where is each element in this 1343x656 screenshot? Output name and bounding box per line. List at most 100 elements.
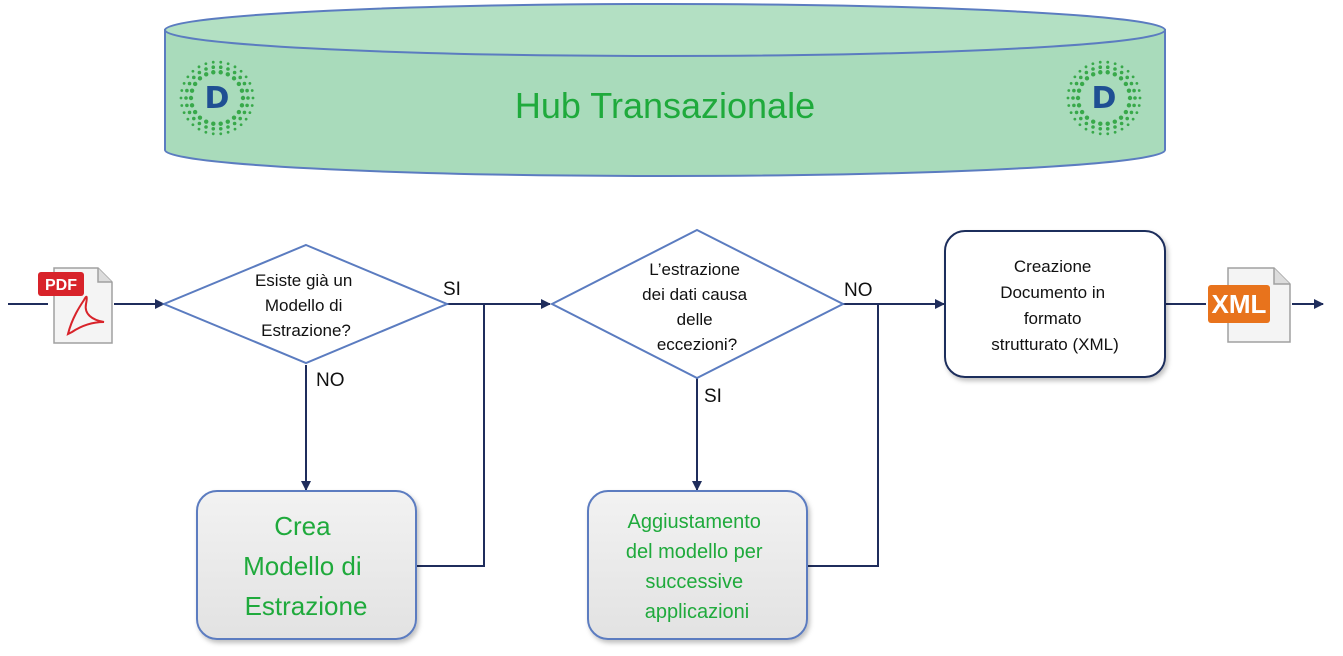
logo-dot [1118, 115, 1124, 120]
logo-dot [1091, 119, 1096, 124]
logo-dot [226, 130, 230, 134]
logo-dot [1098, 121, 1103, 126]
logo-dot [248, 111, 252, 115]
logo-dot [1069, 81, 1073, 85]
logo-dot [1079, 109, 1085, 115]
process-create-extraction-model: Crea Modello di Estrazione [196, 490, 417, 640]
create-doc-line2: Documento in [1000, 283, 1105, 302]
logo-dot [1132, 88, 1136, 93]
logo-dot [1074, 110, 1079, 115]
logo-dot [233, 65, 237, 69]
create-model-line3: Estrazione [245, 591, 368, 621]
logo-dot [1098, 126, 1103, 131]
logo-dot [189, 103, 195, 108]
logo-dot [1138, 96, 1142, 100]
logo-dot [1079, 81, 1085, 87]
logo-dot [1084, 127, 1088, 131]
decision-existing-model: Esiste già un Modello di Estrazione? [161, 243, 450, 365]
logo-dot [1069, 111, 1073, 115]
adjust-model-line1: Aggiustamento [628, 511, 761, 533]
logo-dot [244, 117, 248, 121]
create-model-line1: Crea [274, 511, 331, 541]
logo-dot [1079, 116, 1083, 121]
logo-dot [218, 65, 223, 70]
logo-dot [240, 95, 246, 101]
logo-dot [1113, 130, 1117, 134]
logo-dot [1129, 81, 1134, 86]
logo-dot [1067, 89, 1071, 92]
logo-dot [218, 70, 223, 75]
logo-dot [218, 121, 223, 126]
process-create-structured-document: Creazione Documento in formato struttura… [944, 230, 1166, 378]
logo-dot [239, 123, 243, 127]
decision1-yes-label: SI [443, 279, 461, 300]
logo-dot [231, 76, 237, 81]
logo-dot [204, 130, 208, 134]
logo-dot [226, 67, 230, 71]
logo-dot [204, 125, 208, 129]
logo-dot [1091, 62, 1095, 66]
logo-dot [1084, 65, 1088, 69]
logo-dot [204, 119, 209, 124]
logo-dot [189, 88, 195, 93]
logo-dot [248, 81, 252, 85]
svg-text:D: D [205, 81, 230, 116]
logo-dot [246, 96, 250, 100]
logo-dot [236, 109, 242, 115]
d-logo-icon: D [179, 60, 255, 136]
logo-dot [1126, 69, 1130, 73]
decision2-no-label: NO [844, 280, 873, 301]
logo-dot [1120, 127, 1124, 131]
logo-dot [1106, 60, 1110, 64]
logo-dot [187, 81, 192, 86]
logo-dot [233, 127, 237, 131]
logo-dot [239, 69, 243, 73]
logo-dot [1074, 81, 1079, 86]
logo-dot [197, 127, 201, 131]
xml-file-icon: XML [1208, 267, 1291, 343]
connector-adjust-model-return [808, 304, 879, 567]
logo-dot [186, 75, 190, 79]
logo-dot [1127, 95, 1133, 101]
logo-dot [211, 132, 215, 136]
logo-dot [1105, 70, 1110, 75]
logo-dot [1125, 75, 1129, 80]
logo-dot [1066, 96, 1070, 100]
hub-title: Hub Transazionale [515, 85, 815, 126]
logo-dot [231, 115, 237, 120]
logo-dot [219, 60, 223, 64]
logo-dot [1123, 81, 1129, 87]
logo-dot [197, 65, 201, 69]
logo-dot [192, 116, 196, 121]
logo-dot [1119, 121, 1124, 126]
logo-dot [1126, 88, 1132, 93]
create-doc-line4: strutturato (XML) [991, 335, 1119, 354]
logo-dot [1072, 103, 1076, 108]
logo-dot [245, 103, 249, 108]
logo-dot [1120, 65, 1124, 69]
connector-create-model-return [416, 304, 485, 567]
logo-dot [182, 81, 186, 85]
decision-extraction-exceptions: L’estrazione dei dati causa delle eccezi… [549, 228, 846, 380]
logo-dot [1084, 70, 1089, 75]
logo-dot [1105, 65, 1110, 70]
logo-dot [225, 72, 230, 77]
d-logo-icon: D [1066, 60, 1142, 136]
logo-dot [191, 69, 195, 73]
logo-dot [211, 65, 216, 70]
logo-dot [192, 81, 198, 87]
logo-dot [211, 126, 216, 131]
logo-dot [187, 110, 192, 115]
logo-dot [197, 115, 203, 120]
decision2-line4: eccezioni? [657, 335, 737, 354]
logo-dot [192, 109, 198, 115]
logo-dot [1075, 95, 1081, 101]
logo-dot [1131, 117, 1135, 121]
logo-dot [245, 88, 249, 93]
logo-dot [1106, 132, 1110, 136]
logo-dot [1131, 75, 1135, 79]
logo-dot [1132, 103, 1136, 108]
logo-dot [244, 75, 248, 79]
logo-dot [1072, 88, 1076, 93]
decision1-no-label: NO [316, 370, 345, 391]
